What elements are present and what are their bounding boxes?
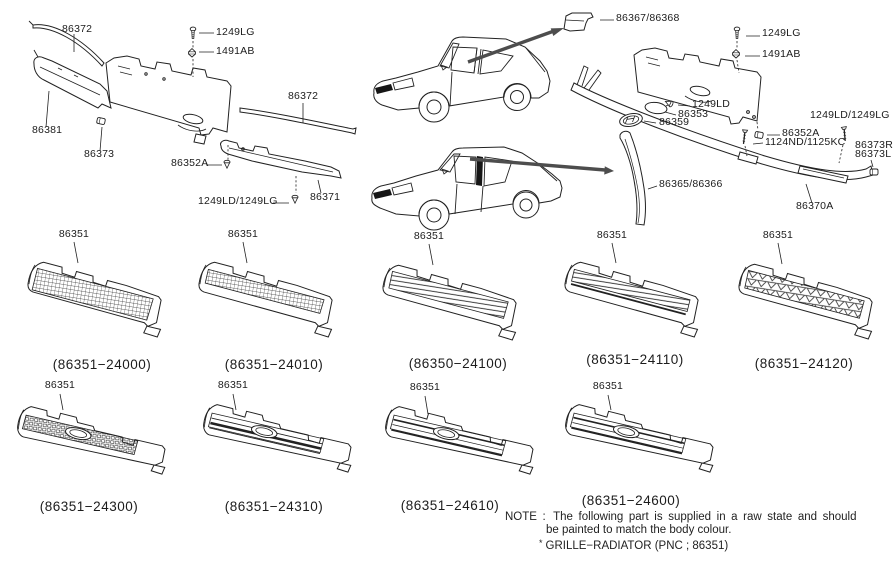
part-callout-86352a-right: 86352A [782, 127, 820, 139]
part-callout-1491ab-left: 1491AB [216, 45, 255, 57]
grille-callout-2: 86351 [227, 228, 259, 240]
grille-panel-drawing [633, 47, 762, 125]
garnish-part-drawing [563, 12, 594, 32]
grille-variant-8-drawing [381, 404, 539, 475]
upper-molding-drawing [28, 20, 105, 67]
arrow-icon [469, 157, 614, 175]
grille-part-number-3: (86350−24100) [408, 356, 508, 371]
note-label: NOTE : [505, 511, 546, 523]
part-callout-86371: 86371 [310, 191, 341, 203]
bolt-icon [733, 26, 741, 39]
part-callout-86370a: 86370A [796, 200, 834, 212]
pillar-garnish-drawing [619, 130, 646, 226]
bolt-icon [740, 129, 749, 145]
part-callout-1249lg-left: 1249LG [216, 26, 255, 38]
part-callout-86373l: 86373L [855, 148, 892, 160]
plate-drawing [644, 101, 671, 115]
grille-variant-6-drawing [13, 404, 171, 475]
part-callout-86373r: 86373R [855, 139, 893, 151]
grille-variant-5-drawing [733, 261, 880, 340]
grille-variant-3-drawing [377, 262, 524, 341]
note-block: NOTE : The following part is supplied in… [505, 511, 893, 554]
grille-part-number-2: (86351−24010) [224, 357, 324, 372]
note-text-1: The following part is supplied in a raw … [553, 511, 857, 523]
grille-callout-8: 86351 [409, 381, 441, 393]
part-callout-86372-right: 86372 [288, 90, 319, 102]
grille-part-number-5: (86351−24120) [754, 356, 854, 371]
center-panel-drawing [105, 55, 232, 145]
grille-part-number-4: (86351−24110) [586, 352, 684, 367]
nut-icon [732, 49, 740, 59]
grille-part-number-6: (86351−24300) [39, 499, 139, 514]
clip-icon [869, 168, 879, 176]
grille-callout-9: 86351 [592, 380, 624, 392]
part-callout-86381: 86381 [32, 124, 63, 136]
grille-callout-4: 86351 [596, 229, 628, 241]
grille-callout-3: 86351 [413, 230, 445, 242]
part-callout-1249ld-1249lg-right: 1249LD/1249LG [810, 109, 890, 121]
note-bullet: * [539, 538, 543, 549]
part-callout-1249ld-1249lg-left: 1249LD/1249LG [198, 195, 278, 207]
nut-icon [188, 48, 196, 58]
note-line-2: be painted to match the body colour. [546, 524, 732, 537]
note-line-3: *GRILLE−RADIATOR (PNC ; 86351) [539, 537, 893, 553]
grille-callout-5: 86351 [762, 229, 794, 241]
grille-part-number-9: (86351−24600) [581, 493, 681, 508]
grille-part-number-7: (86351−24310) [224, 499, 324, 514]
part-callout-1124nd-1125kc: 1124ND/1125KC [765, 136, 846, 148]
part-callout-86352a-left: 86352A [171, 157, 209, 169]
part-callout-86372-upper: 86372 [62, 23, 93, 35]
emblem-drawing [619, 112, 643, 128]
part-callout-86365-86366: 86365/86366 [659, 178, 723, 190]
grille-callout-7: 86351 [217, 379, 249, 391]
grille-variant-4-drawing [559, 259, 706, 338]
part-callout-1249ld: 1249LD [692, 98, 730, 110]
note-text-3: GRILLE−RADIATOR (PNC ; 86351) [545, 540, 729, 553]
assembly-dashed-lines [192, 41, 844, 193]
grille-part-number-1: (86351−24000) [52, 357, 152, 372]
grille-callout-1: 86351 [58, 228, 90, 240]
grille-part-number-8: (86351−24610) [400, 498, 500, 513]
arrow-icon [467, 28, 564, 64]
part-callout-86367-86368: 86367/86368 [616, 12, 680, 24]
part-callout-86359: 86359 [659, 116, 690, 128]
sedan-drawing [371, 146, 563, 231]
leader-lines [45, 19, 874, 415]
grille-variant-1-drawing [22, 259, 169, 338]
grille-variant-7-drawing [199, 402, 357, 473]
part-callout-1249lg-right: 1249LG [762, 27, 801, 39]
left-bracket-drawing [33, 49, 112, 109]
part-callout-86373: 86373 [84, 148, 115, 160]
screw-icon [291, 194, 299, 204]
clip-icon [754, 130, 764, 140]
grille-variant-9-drawing [561, 402, 719, 473]
note-line-1: NOTE : The following part is supplied in… [505, 511, 893, 524]
hatchback-drawing [373, 36, 551, 123]
bolt-icon [189, 26, 197, 39]
clip-icon [96, 116, 106, 126]
screw-icon [223, 159, 231, 169]
part-callout-86353: 86353 [678, 108, 709, 120]
right-molding-drawing [239, 107, 357, 135]
right-bracket-drawing [220, 139, 342, 179]
part-callout-1491ab-right: 1491AB [762, 48, 801, 60]
grille-variant-2-drawing [193, 259, 340, 338]
grille-callout-6: 86351 [44, 379, 76, 391]
